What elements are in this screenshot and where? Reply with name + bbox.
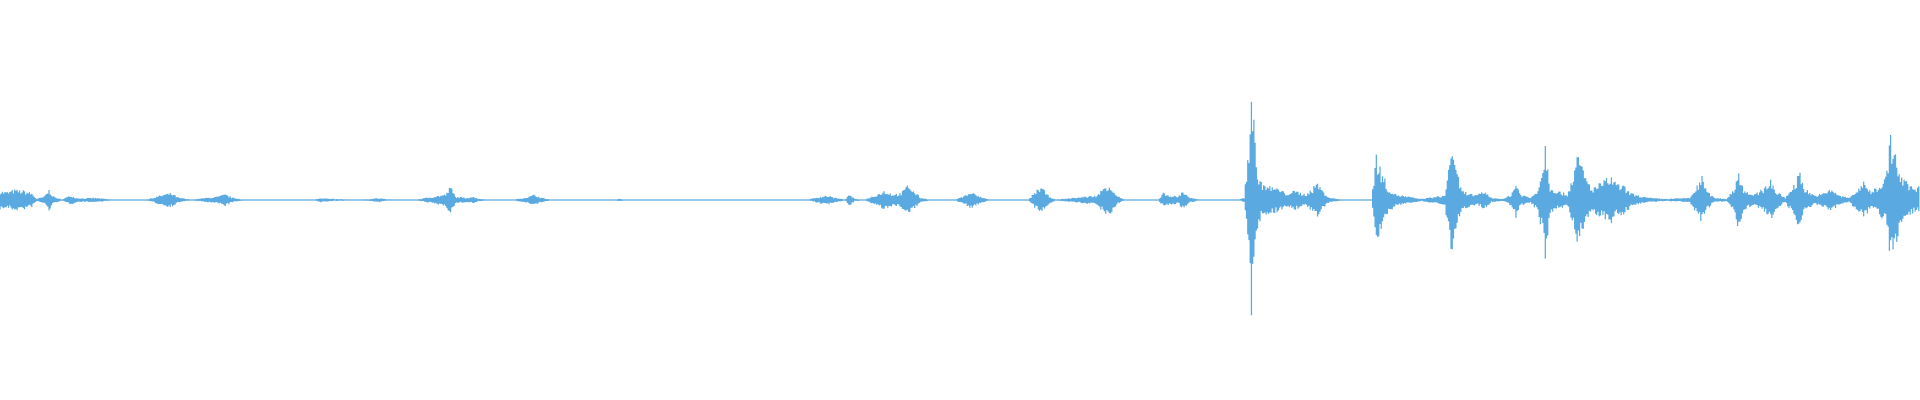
waveform-bars (0, 101, 1920, 316)
waveform-trace (0, 101, 1920, 316)
